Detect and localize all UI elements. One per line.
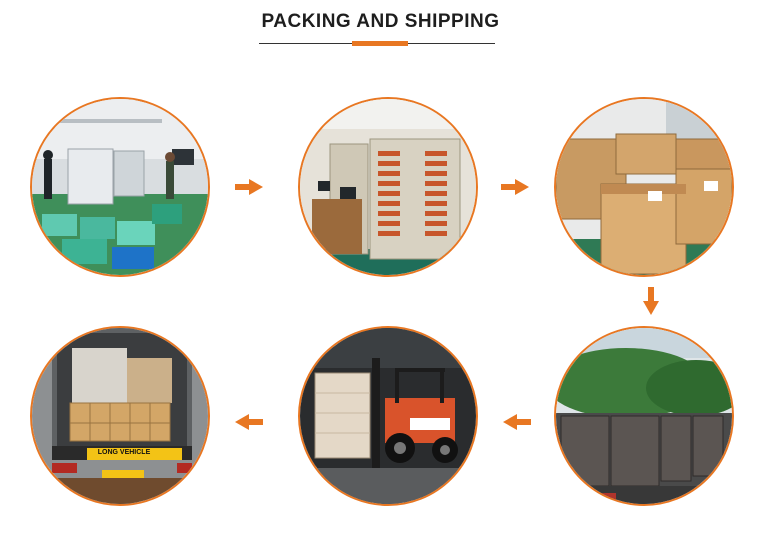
photo-factory-floor bbox=[30, 97, 210, 277]
photo-palletized-cartons bbox=[554, 326, 734, 506]
photo-testing-cabinets bbox=[298, 97, 478, 277]
arrow-left-icon bbox=[235, 414, 263, 430]
arrow-right-icon bbox=[235, 179, 263, 195]
long-vehicle-label: LONG VEHICLE bbox=[97, 449, 151, 456]
photo-forklift-loading bbox=[298, 326, 478, 506]
arrow-left-icon bbox=[503, 414, 531, 430]
page-title: PACKING AND SHIPPING bbox=[261, 11, 500, 32]
photo-wooden-crates bbox=[554, 97, 734, 277]
arrow-down-icon bbox=[643, 287, 659, 315]
photo-container-loaded bbox=[30, 326, 210, 506]
title-accent-bar bbox=[352, 41, 408, 46]
arrow-right-icon bbox=[501, 179, 529, 195]
